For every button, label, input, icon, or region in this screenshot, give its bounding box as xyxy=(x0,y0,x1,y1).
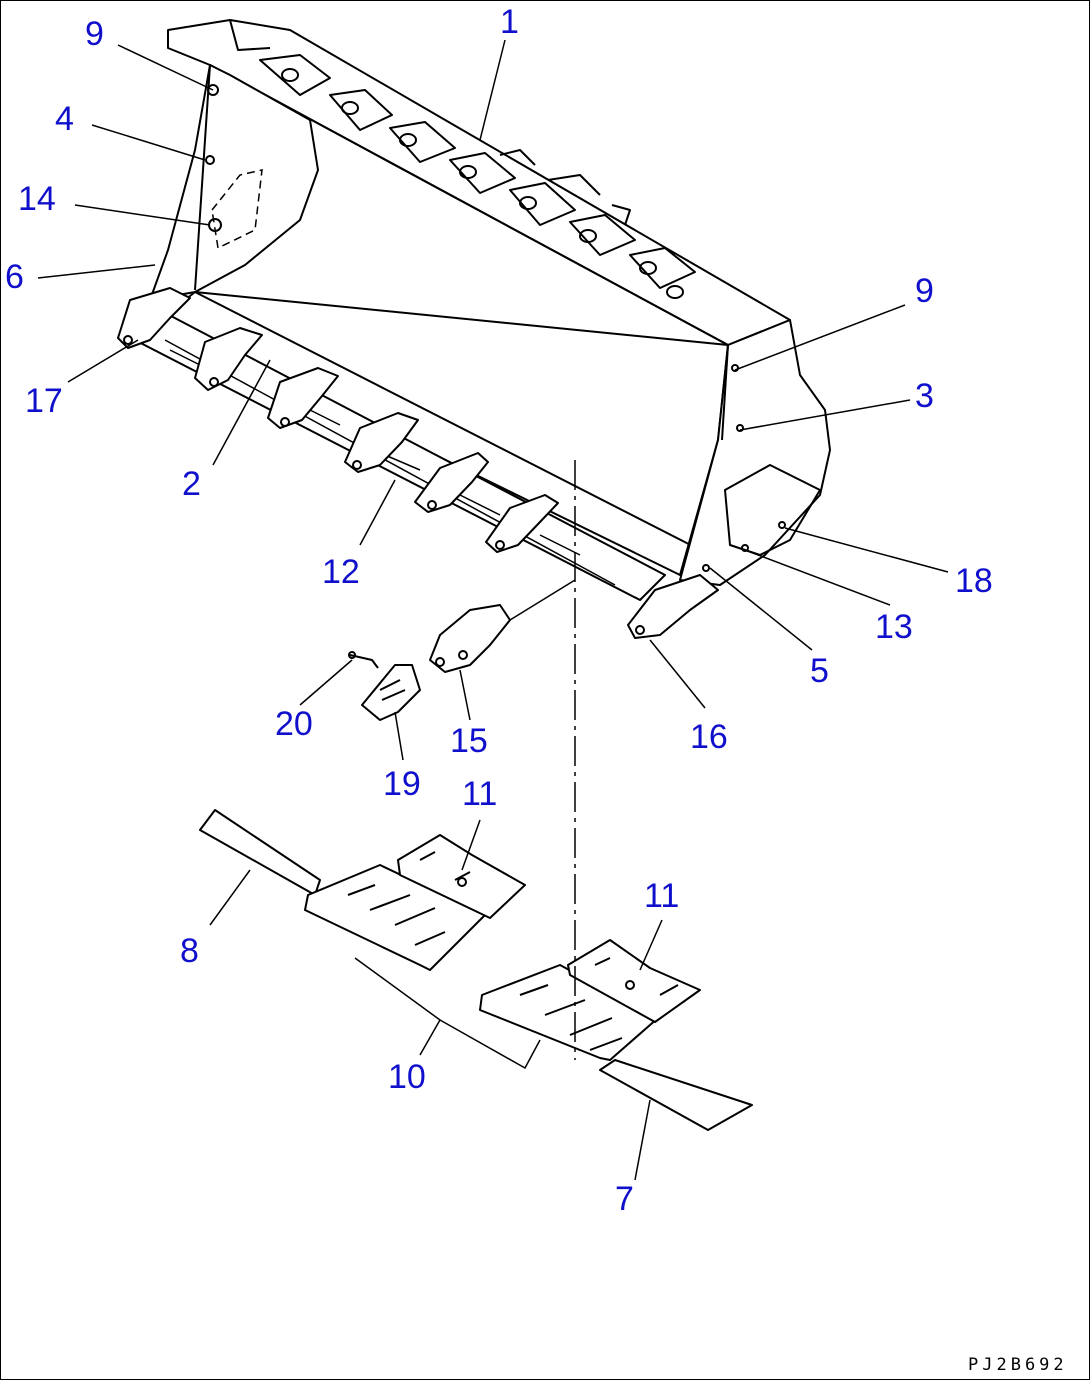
callout-9-right: 9 xyxy=(915,272,934,310)
callout-19: 19 xyxy=(383,765,421,803)
bucket-assembly xyxy=(117,19,831,639)
leader-lines xyxy=(37,39,949,1181)
edge-teeth xyxy=(117,287,719,639)
callout-7: 7 xyxy=(615,1180,634,1218)
callout-5: 5 xyxy=(810,652,829,690)
callout-12: 12 xyxy=(322,553,360,591)
wear-plate-10-right xyxy=(479,964,659,1061)
callout-20: 20 xyxy=(275,705,313,743)
wear-plate-10-left xyxy=(304,864,486,971)
top-rail-ribs xyxy=(259,54,696,299)
shim-11-left xyxy=(397,834,526,919)
callout-9-left: 9 xyxy=(85,15,104,53)
callout-13: 13 xyxy=(875,608,913,646)
left-side-plate xyxy=(149,64,319,301)
callout-15: 15 xyxy=(450,722,488,760)
callout-3: 3 xyxy=(915,377,934,415)
callout-11-left: 11 xyxy=(462,775,497,813)
callout-6: 6 xyxy=(5,258,24,296)
callout-14: 14 xyxy=(18,180,56,218)
wear-plate-right-7 xyxy=(599,1059,753,1131)
pin-20 xyxy=(348,651,379,669)
callout-18: 18 xyxy=(955,562,993,600)
callout-1: 1 xyxy=(500,3,519,41)
drawing-code: PJ2B692 xyxy=(968,1355,1068,1375)
callout-17: 17 xyxy=(25,382,63,420)
tooth-adapter-15 xyxy=(429,579,576,673)
callout-16: 16 xyxy=(690,718,728,756)
callout-4: 4 xyxy=(55,100,74,138)
callout-10: 10 xyxy=(388,1058,426,1096)
tooth-point-19 xyxy=(361,664,421,721)
wear-plate-left-8 xyxy=(199,809,321,896)
callout-labels: 1 9 4 14 6 17 2 12 9 3 18 13 5 16 15 20 … xyxy=(5,3,993,1218)
right-side-plate xyxy=(679,319,831,586)
shim-11-right xyxy=(567,939,701,1023)
callout-8: 8 xyxy=(180,932,199,970)
callout-11-right: 11 xyxy=(644,877,679,915)
callout-2: 2 xyxy=(182,465,201,503)
